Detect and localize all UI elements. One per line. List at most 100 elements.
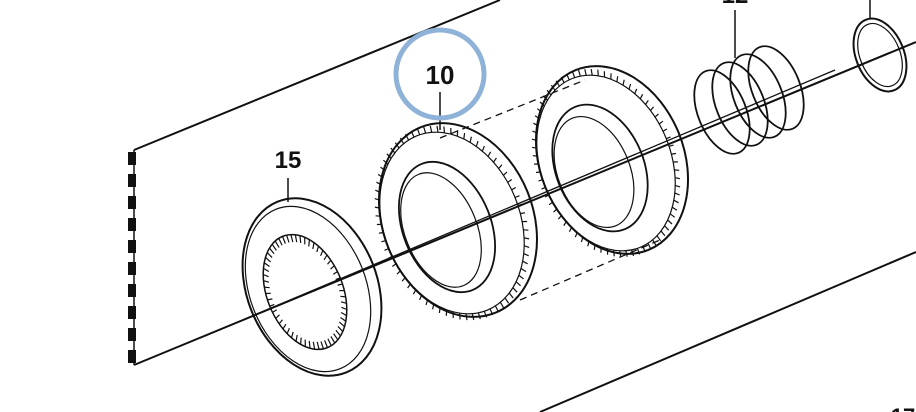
gear-tooth (584, 69, 587, 76)
gear-tooth (316, 341, 320, 350)
gear-tooth (538, 179, 544, 182)
gear-tooth (532, 130, 538, 134)
gear-tooth (541, 186, 546, 190)
gear-tooth (390, 147, 396, 154)
gear-tooth (262, 273, 269, 278)
gear-tooth (386, 153, 392, 159)
gear-tooth (675, 184, 681, 188)
frame-dash (128, 328, 136, 341)
gear-tooth (673, 199, 679, 204)
gear-tooth (580, 236, 584, 243)
gear-tooth (333, 333, 339, 341)
gear-tooth (590, 69, 593, 76)
gear-tooth (412, 289, 417, 295)
gear-tooth (471, 313, 475, 321)
diagram-frame (128, 0, 916, 412)
gear-tooth (290, 234, 294, 243)
frame-dash (128, 152, 136, 165)
gear-tooth (374, 206, 381, 209)
gear-tooth (316, 246, 320, 253)
gear-tooth (263, 280, 270, 283)
gear-tooth (278, 319, 283, 325)
gear-tooth (597, 69, 599, 76)
gear-tooth (639, 94, 644, 100)
gear-tooth (628, 83, 632, 90)
gear-tooth (652, 239, 657, 246)
gear-tooth (514, 195, 520, 199)
gear-tooth (504, 297, 510, 304)
gear-tooth (645, 100, 649, 105)
gear-tooth (327, 338, 332, 346)
gear-tooth (286, 234, 290, 243)
gear-tooth (481, 145, 485, 152)
gear-tooth (522, 260, 528, 265)
gear-tooth (339, 321, 345, 328)
gear-tooth (286, 327, 290, 334)
second-disc-outer-teeth (531, 69, 681, 257)
gear-tooth (429, 125, 433, 133)
gear-tooth (320, 250, 324, 257)
gear-tooth (459, 313, 461, 320)
gear-tooth (631, 249, 635, 257)
gear-tooth (671, 152, 677, 155)
gear-tooth (382, 159, 389, 165)
part-15-inner-teeth (262, 234, 348, 350)
gear-tooth (396, 270, 402, 275)
gear-tooth (416, 128, 421, 136)
gear-tooth (267, 298, 273, 301)
gear-tooth (337, 283, 343, 286)
gear-tooth (550, 84, 556, 91)
gear-tooth (507, 179, 513, 183)
gear-tooth (658, 120, 664, 125)
gear-tooth (587, 240, 590, 247)
gear-tooth (290, 331, 294, 338)
gear-tooth (493, 157, 497, 163)
gear-tooth (269, 247, 275, 255)
gear-tooth (563, 221, 567, 226)
frame-edge-dashes (128, 152, 136, 363)
gear-tooth (498, 164, 503, 169)
gear-tooth (634, 88, 638, 94)
gear-tooth (622, 79, 625, 86)
gear-tooth (666, 136, 671, 140)
gear-tooth (312, 341, 316, 350)
gear-tooth (377, 173, 384, 179)
label-part-17: 17 (891, 404, 915, 412)
gear-tooth (308, 340, 311, 349)
gear-tooth (300, 337, 302, 345)
gear-tooth (642, 245, 646, 253)
gear-tooth (376, 181, 382, 186)
gear-tooth (534, 115, 541, 120)
frame-dash (128, 240, 136, 253)
gear-tooth (524, 245, 530, 248)
label-part-15: 15 (275, 147, 302, 174)
gear-tooth (548, 201, 554, 206)
gear-tooth (330, 265, 335, 270)
gear-tooth (387, 255, 393, 260)
gear-tooth (533, 122, 539, 127)
gear-tooth (330, 336, 336, 344)
gear-tooth (337, 325, 344, 332)
gear-tooth (272, 309, 278, 313)
gear-tooth (438, 306, 441, 313)
gear-tooth (282, 323, 287, 330)
gear-tooth (566, 73, 570, 81)
gear-tooth (432, 303, 435, 310)
gear-tooth (274, 240, 280, 248)
gear-tooth (475, 140, 479, 147)
gear-tooth (662, 128, 668, 132)
gear-tooth (335, 329, 341, 337)
gear-tooth (668, 144, 674, 147)
gear-tooth (531, 146, 538, 149)
gear-tooth (656, 235, 662, 242)
gear-tooth (340, 311, 347, 317)
gear-tooth (671, 206, 678, 211)
gear-tooth (264, 286, 270, 289)
label-part-12: 12 (722, 0, 749, 9)
frame-dash (128, 174, 136, 187)
part-17-snap-ring (852, 17, 908, 93)
gear-tooth (536, 108, 543, 113)
gear-tooth (494, 305, 499, 313)
gear-tooth (340, 317, 347, 322)
